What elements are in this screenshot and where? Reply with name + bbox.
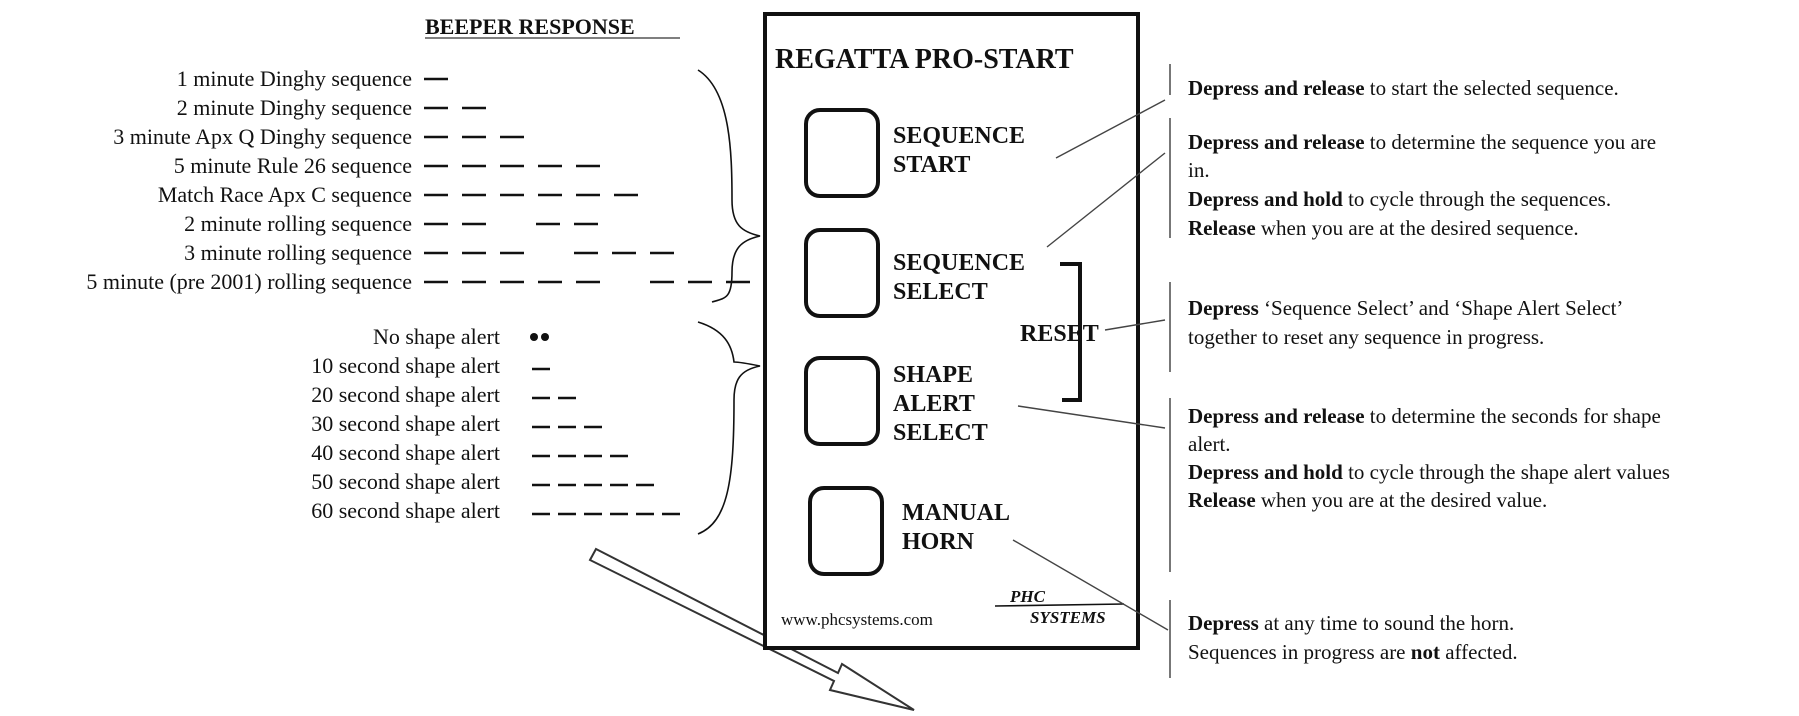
leader-reset <box>1104 319 1166 331</box>
start-line-1: Depress and release to start the selecte… <box>1188 76 1619 100</box>
shape-alert-label: No shape alert <box>373 324 500 349</box>
sequence-brace <box>697 69 761 303</box>
shape-alert-label: 40 second shape alert <box>311 440 500 465</box>
sequence-select-label-2: SELECT <box>893 279 988 305</box>
shape-alert-brace <box>697 321 761 535</box>
shape-alert-label: 10 second shape alert <box>311 353 500 378</box>
sequence-start-button[interactable] <box>804 108 880 198</box>
sequence-select-button[interactable] <box>804 228 880 318</box>
reset-bracket <box>1060 262 1082 402</box>
sequence-start-label-1: SEQUENCE <box>893 123 1025 149</box>
panel-title: REGATTA PRO-START <box>775 44 1074 75</box>
horn-line-1: Depress at any time to sound the horn. <box>1188 611 1514 635</box>
sequence-label: 1 minute Dinghy sequence <box>177 66 412 91</box>
shape-line-2: alert. <box>1188 432 1231 456</box>
sequence-start-label-2: START <box>893 152 970 178</box>
sequence-label: 3 minute rolling sequence <box>184 240 412 265</box>
beep-dot <box>541 333 549 341</box>
reset-line-2: together to reset any sequence in progre… <box>1188 325 1544 349</box>
shape-instruction: Depress and release to determine the sec… <box>1188 404 1675 512</box>
select-instruction: Depress and release to determine the seq… <box>1188 130 1661 240</box>
leader-horn <box>1012 539 1169 631</box>
reset-instruction: Depress ‘Sequence Select’ and ‘Shape Ale… <box>1188 296 1627 349</box>
shape-alert-select-label-1: SHAPE <box>893 362 973 388</box>
shape-alert-label: 30 second shape alert <box>311 411 500 436</box>
sequence-select-label-1: SEQUENCE <box>893 250 1025 276</box>
logo-systems: SYSTEMS <box>1030 608 1106 627</box>
sequence-label: 5 minute (pre 2001) rolling sequence <box>86 269 412 294</box>
logo-phc: PHC <box>1009 587 1046 606</box>
shape-alert-select-label-2: ALERT <box>893 391 975 417</box>
shape-line-1: Depress and release to determine the sec… <box>1188 404 1661 428</box>
sequence-label: Match Race Apx C sequence <box>158 182 412 207</box>
shape-alert-label: 20 second shape alert <box>311 382 500 407</box>
leader-shape <box>1017 405 1166 429</box>
leader-select <box>1046 152 1166 248</box>
shape-alert-label: 60 second shape alert <box>311 498 500 523</box>
manual-horn-label-1: MANUAL <box>902 500 1010 526</box>
shape-line-4: Release when you are at the desired valu… <box>1188 488 1547 512</box>
sequence-label: 2 minute rolling sequence <box>184 211 412 236</box>
manual-horn-button[interactable] <box>808 486 884 576</box>
select-line-3: Depress and hold to cycle through the se… <box>1188 187 1611 211</box>
leader-start <box>1055 99 1166 159</box>
select-line-1: Depress and release to determine the seq… <box>1188 130 1656 154</box>
beeper-response-heading: BEEPER RESPONSE <box>425 14 635 39</box>
start-instruction: Depress and release to start the selecte… <box>1188 76 1619 100</box>
manual-horn-label-2: HORN <box>902 529 975 555</box>
select-line-4: Release when you are at the desired sequ… <box>1188 216 1579 240</box>
select-line-2: in. <box>1188 158 1210 182</box>
shape-alert-select-button[interactable] <box>804 356 880 446</box>
horn-line-2: Sequences in progress are not affected. <box>1188 640 1518 664</box>
sequence-list: 1 minute Dinghy sequence 2 minute Dinghy … <box>86 66 826 294</box>
reset-line-1: Depress ‘Sequence Select’ and ‘Shape Ale… <box>1188 296 1622 320</box>
beep-dot <box>530 333 538 341</box>
sequence-label: 5 minute Rule 26 sequence <box>174 153 412 178</box>
shape-line-3: Depress and hold to cycle through the sh… <box>1188 460 1670 484</box>
hollow-arrow <box>588 547 915 711</box>
website-text: www.phcsystems.com <box>781 610 933 629</box>
sequence-label: 3 minute Apx Q Dinghy sequence <box>113 124 412 149</box>
shape-alert-list: No shape alert 10 second shape alert 20 se… <box>311 324 680 523</box>
shape-alert-select-label-3: SELECT <box>893 420 988 446</box>
horn-instruction: Depress at any time to sound the horn. S… <box>1188 611 1520 664</box>
logo-line <box>994 603 1125 607</box>
sequence-label: 2 minute Dinghy sequence <box>177 95 412 120</box>
shape-alert-label: 50 second shape alert <box>311 469 500 494</box>
reset-label: RESET <box>1020 321 1099 347</box>
